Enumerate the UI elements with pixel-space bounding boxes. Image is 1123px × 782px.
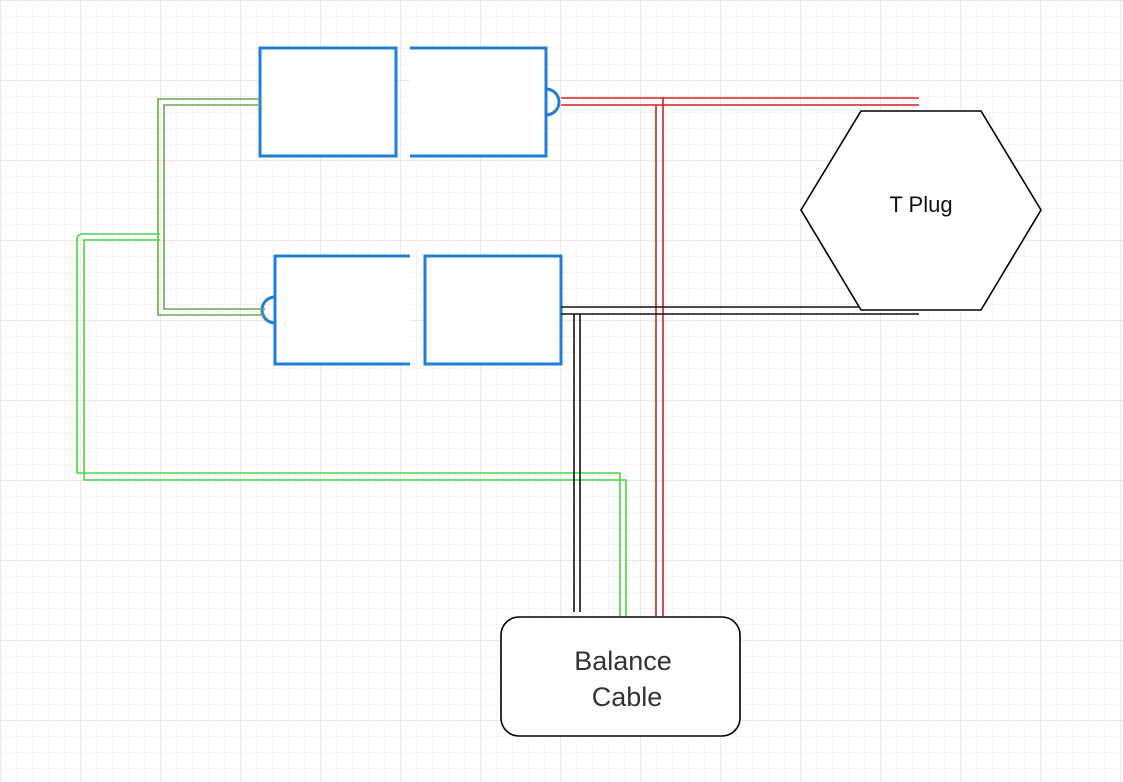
battery-pack-bottom[interactable] — [260, 254, 563, 366]
battery-cell-top-left[interactable] — [258, 46, 398, 158]
negative-wire[interactable] — [561, 306, 919, 612]
battery-cell-top-right[interactable] — [410, 46, 548, 158]
series-link-wire[interactable] — [157, 98, 265, 316]
t-plug-hexagon[interactable] — [800, 110, 1042, 311]
balance-cable-box[interactable] — [500, 616, 741, 737]
balance-cable-node[interactable]: Balance Cable — [500, 616, 741, 737]
balance-cable-label-line1: Balance — [574, 646, 672, 676]
positive-wire[interactable] — [561, 97, 919, 616]
balance-cable-label-line2: Cable — [592, 682, 663, 712]
negative-terminal-icon — [260, 295, 276, 325]
t-plug-label: T Plug — [889, 192, 952, 217]
positive-terminal-icon — [545, 87, 561, 117]
t-plug-node[interactable]: T Plug — [800, 110, 1042, 311]
battery-cell-bottom-left[interactable] — [273, 254, 410, 366]
battery-cell-bottom-right[interactable] — [423, 254, 563, 366]
balance-wire[interactable] — [76, 233, 627, 616]
battery-pack-top[interactable] — [258, 46, 561, 158]
